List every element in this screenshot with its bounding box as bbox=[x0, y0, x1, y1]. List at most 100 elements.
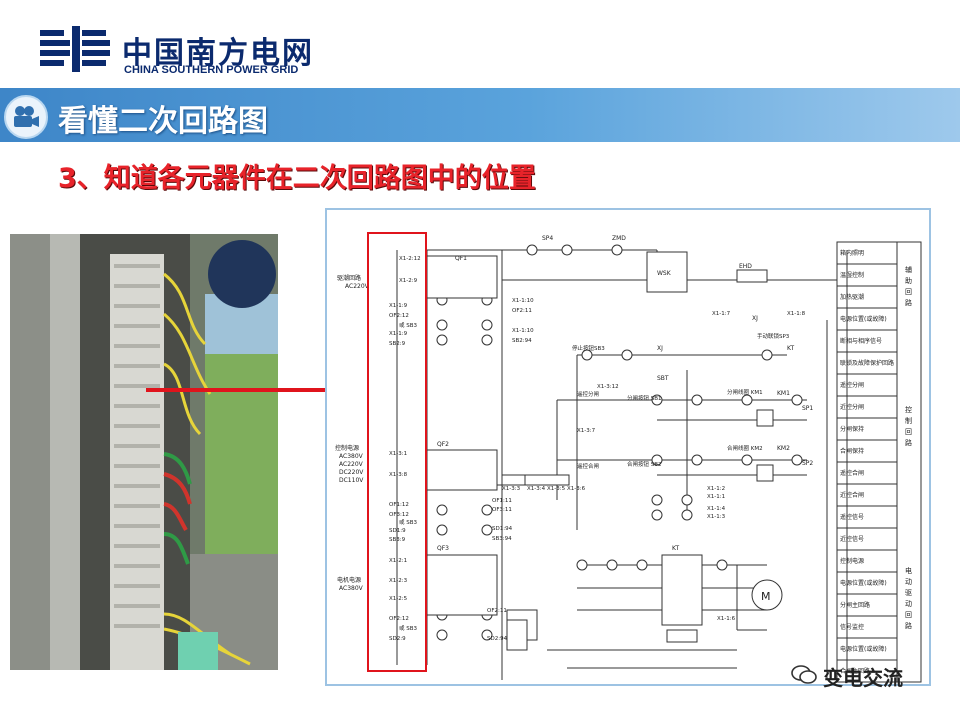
wire-label: X1-1:3 bbox=[707, 514, 726, 520]
legend-row-label: 分闸主回路 bbox=[840, 601, 870, 609]
terminal-label: X1-2:12 bbox=[399, 256, 421, 262]
legend-row-label: 断相与相序信号 bbox=[840, 337, 882, 345]
legend-row-label: 合闸保持 bbox=[840, 447, 864, 455]
legend-row-label: 电源位置(或故障) bbox=[840, 579, 887, 587]
legend-row-label: 遥控信号 bbox=[840, 513, 864, 521]
wire-label: X1-1:8 bbox=[787, 311, 806, 317]
component-label: XJ bbox=[657, 345, 663, 352]
legend-row-label: 遥控合闸 bbox=[840, 469, 864, 477]
component-label: KM2 bbox=[777, 445, 790, 452]
component-label: SBT bbox=[657, 375, 669, 382]
wire-label: X1-1:7 bbox=[712, 311, 731, 317]
legend-row-label: 近控信号 bbox=[840, 535, 864, 543]
terminal-label: X1-2:9 bbox=[399, 278, 418, 284]
terminal-label: 或 SB3 bbox=[399, 321, 418, 329]
terminal-label: X1-3:1 bbox=[389, 451, 407, 457]
wire-label: SD2:94 bbox=[487, 636, 508, 642]
terminal-label: 或 SB3 bbox=[399, 624, 418, 632]
component-label: SP2 bbox=[802, 460, 813, 467]
wire-label: X1-1:10 bbox=[512, 328, 534, 334]
wire-label: 分闸线圈 KM1 bbox=[727, 388, 763, 396]
legend-row-label: 遥控分闸 bbox=[840, 381, 864, 389]
logo-chinese-name: 中国南方电网 bbox=[122, 36, 314, 71]
component-label: KT bbox=[672, 545, 679, 552]
terminal-label: OF2:12 bbox=[389, 313, 409, 319]
component-label: XJ bbox=[752, 315, 758, 322]
page-title: 看懂二次回路图 bbox=[58, 104, 268, 139]
legend-group-label: 动 bbox=[905, 599, 912, 608]
wire-label: OF2:11 bbox=[512, 308, 532, 314]
terminal-label: OF3:12 bbox=[389, 512, 409, 518]
wire-label: 停止按钮SB3 bbox=[572, 344, 605, 352]
wire-label: X1-3:4 bbox=[527, 486, 546, 492]
legend-row-label: 近控合闸 bbox=[840, 491, 864, 499]
legend-row-label: 电源位置(或故障) bbox=[840, 645, 887, 653]
legend-row-label: 温湿控制 bbox=[840, 271, 864, 279]
wire-label: OF2:11 bbox=[487, 608, 507, 614]
wire-label: SB2:94 bbox=[512, 338, 532, 344]
legend-row-label: 控制电源 bbox=[840, 557, 864, 565]
terminal-label: OF1:12 bbox=[389, 502, 409, 508]
circuit-side-label: 电机电源 bbox=[337, 576, 361, 584]
legend-group-label: 路 bbox=[905, 298, 912, 307]
wire-label: X1-1:4 bbox=[707, 506, 726, 512]
legend-group-label: 电 bbox=[905, 566, 912, 575]
component-label: QF2 bbox=[437, 441, 449, 448]
legend-row-label: 分闸保持 bbox=[840, 425, 864, 433]
legend-group-label: 驱 bbox=[905, 589, 912, 597]
wire-label: 合闸按钮 SB2 bbox=[627, 460, 662, 468]
terminal-label: X1-1:9 bbox=[389, 331, 408, 337]
legend-row-label: 近控分闸 bbox=[840, 403, 864, 411]
wire-label: X1-3:6 bbox=[567, 486, 586, 492]
legend-group-label: 辅 bbox=[905, 265, 912, 274]
legend-group-label: 动 bbox=[905, 577, 912, 586]
svg-text:M: M bbox=[761, 590, 771, 603]
circuit-side-label: AC220V bbox=[345, 283, 370, 290]
legend-row-label: 箱内照明 bbox=[840, 249, 864, 257]
component-label: EHD bbox=[739, 263, 752, 270]
component-label: KT bbox=[787, 345, 794, 352]
wire-label: X1-3:7 bbox=[577, 428, 596, 434]
legend-row-label: 加热驱潮 bbox=[840, 293, 864, 301]
terminal-label: X1-3:8 bbox=[389, 472, 408, 478]
wire-label: OF1:11 bbox=[492, 498, 512, 504]
logo-mark-icon bbox=[40, 26, 110, 72]
circuit-side-label: DC110V bbox=[339, 477, 364, 484]
wire-label: SB3:94 bbox=[492, 536, 512, 542]
terminal-label: OF2:12 bbox=[389, 616, 409, 622]
wire-label: X1-3:3 bbox=[502, 486, 521, 492]
circuit-side-label: 驱潮回路 bbox=[337, 274, 361, 282]
legend-row-label: 联锁及故障保护回路 bbox=[840, 359, 894, 367]
title-banner: 看懂二次回路图 bbox=[0, 88, 960, 142]
terminal-label: SD2:9 bbox=[389, 636, 406, 642]
terminal-column-highlight bbox=[367, 232, 427, 672]
legend-group-label: 回 bbox=[905, 288, 912, 296]
legend-group-label: 路 bbox=[905, 621, 912, 630]
wire-label: X1-3:12 bbox=[597, 384, 619, 390]
wire-label: 合闸线圈 KM2 bbox=[727, 444, 763, 452]
video-camera-icon bbox=[4, 95, 48, 139]
wire-label: X1-1:6 bbox=[717, 616, 736, 622]
wire-label: OF3:11 bbox=[492, 507, 512, 513]
legend-group-label: 回 bbox=[905, 611, 912, 619]
terminal-label: X1-2:5 bbox=[389, 596, 408, 602]
logo-english-name: CHINA SOUTHERN POWER GRID bbox=[124, 64, 299, 76]
wire-label: 遥控合闸 bbox=[577, 462, 599, 470]
wire-label: 手动联锁SP3 bbox=[757, 332, 790, 340]
circuit-side-label: 控制电源 bbox=[335, 444, 359, 452]
terminal-label: X1-2:1 bbox=[389, 558, 407, 564]
component-label: ZMD bbox=[612, 235, 626, 242]
circuit-side-label: AC220V bbox=[339, 461, 364, 468]
legend-group-label: 助 bbox=[905, 276, 912, 285]
component-label: SP1 bbox=[802, 405, 813, 412]
watermark-text: 变电交流 bbox=[823, 666, 903, 690]
legend-row-label: 电源位置(或故障) bbox=[840, 315, 887, 323]
terminal-label: SD1:9 bbox=[389, 528, 406, 534]
circuit-side-label: AC380V bbox=[339, 453, 364, 460]
terminal-block-photo bbox=[10, 234, 278, 670]
legend-group-label: 回 bbox=[905, 428, 912, 436]
wire-label: 遥控分闸 bbox=[577, 390, 599, 398]
wire-label: 分闸按钮 SB1 bbox=[627, 394, 662, 402]
wire-label: SD1:94 bbox=[492, 526, 513, 532]
component-label: KM1 bbox=[777, 390, 790, 397]
